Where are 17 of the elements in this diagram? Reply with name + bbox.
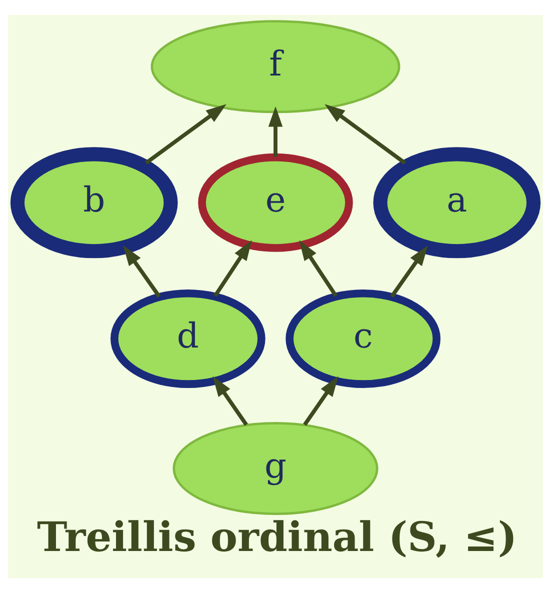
node-ellipse: e (198, 152, 353, 252)
arrow (303, 376, 338, 426)
caption: Treillis ordinal (S, ≤) (37, 512, 518, 561)
node-ellipse: f (150, 20, 400, 113)
node-ellipse: b (10, 146, 178, 258)
arrow (299, 240, 338, 296)
arrow (324, 104, 406, 164)
node-ellipse: d (110, 288, 266, 388)
arrow (212, 376, 248, 426)
arrow (144, 104, 226, 164)
arrow (214, 240, 252, 296)
arrow (123, 244, 161, 298)
node-ellipse: a (373, 146, 541, 258)
arrow (390, 244, 428, 298)
node-ellipse: g (172, 422, 378, 515)
arrow (268, 106, 283, 156)
node-ellipse: c (286, 288, 440, 388)
